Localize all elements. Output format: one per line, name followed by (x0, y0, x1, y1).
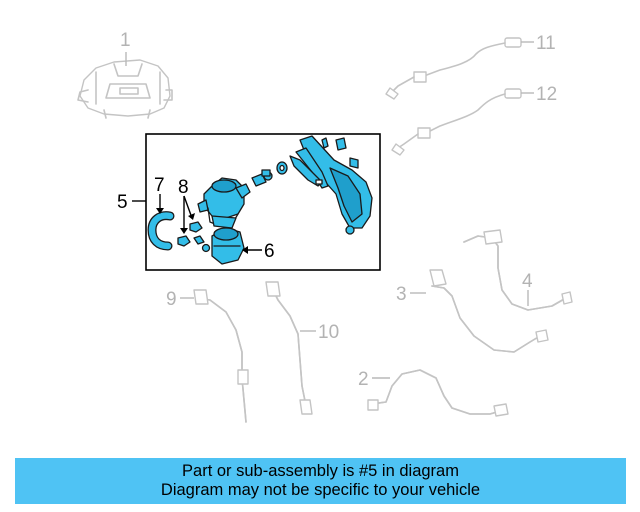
part-5-frame (145, 133, 381, 271)
callout-11: 11 (536, 33, 556, 54)
callout-1: 1 (120, 30, 131, 51)
parts-diagram: 1 11 12 5 (77, 30, 573, 423)
small-fittings (251, 161, 288, 187)
part-2-drawing (367, 369, 509, 417)
callout-5: 5 (117, 192, 128, 213)
callout-6: 6 (264, 241, 275, 262)
part-7-hose (147, 211, 175, 251)
callout-8: 8 (178, 177, 189, 198)
purge-valve (197, 177, 251, 229)
callout-7: 7 (154, 175, 165, 196)
part-12-drawing (391, 88, 534, 156)
part-11-drawing (385, 37, 534, 100)
callout-9: 9 (166, 289, 177, 310)
mounting-bracket (289, 135, 373, 235)
part-6-canister (211, 227, 245, 265)
part-9-drawing (180, 289, 249, 423)
info-banner: Part or sub-assembly is #5 in diagram Di… (15, 458, 626, 504)
part-4-drawing (463, 229, 573, 311)
callout-4: 4 (522, 271, 533, 292)
banner-line-1: Part or sub-assembly is #5 in diagram (182, 462, 459, 480)
callout-3: 3 (396, 284, 407, 305)
part-3-drawing (410, 269, 549, 353)
part-1-drawing (77, 52, 173, 119)
callout-12: 12 (536, 84, 557, 105)
banner-line-2: Diagram may not be specific to your vehi… (160, 481, 481, 499)
callout-10: 10 (318, 322, 339, 343)
part-10-drawing (265, 281, 316, 415)
part-8-clamps (177, 221, 211, 253)
callout-2: 2 (358, 369, 369, 390)
